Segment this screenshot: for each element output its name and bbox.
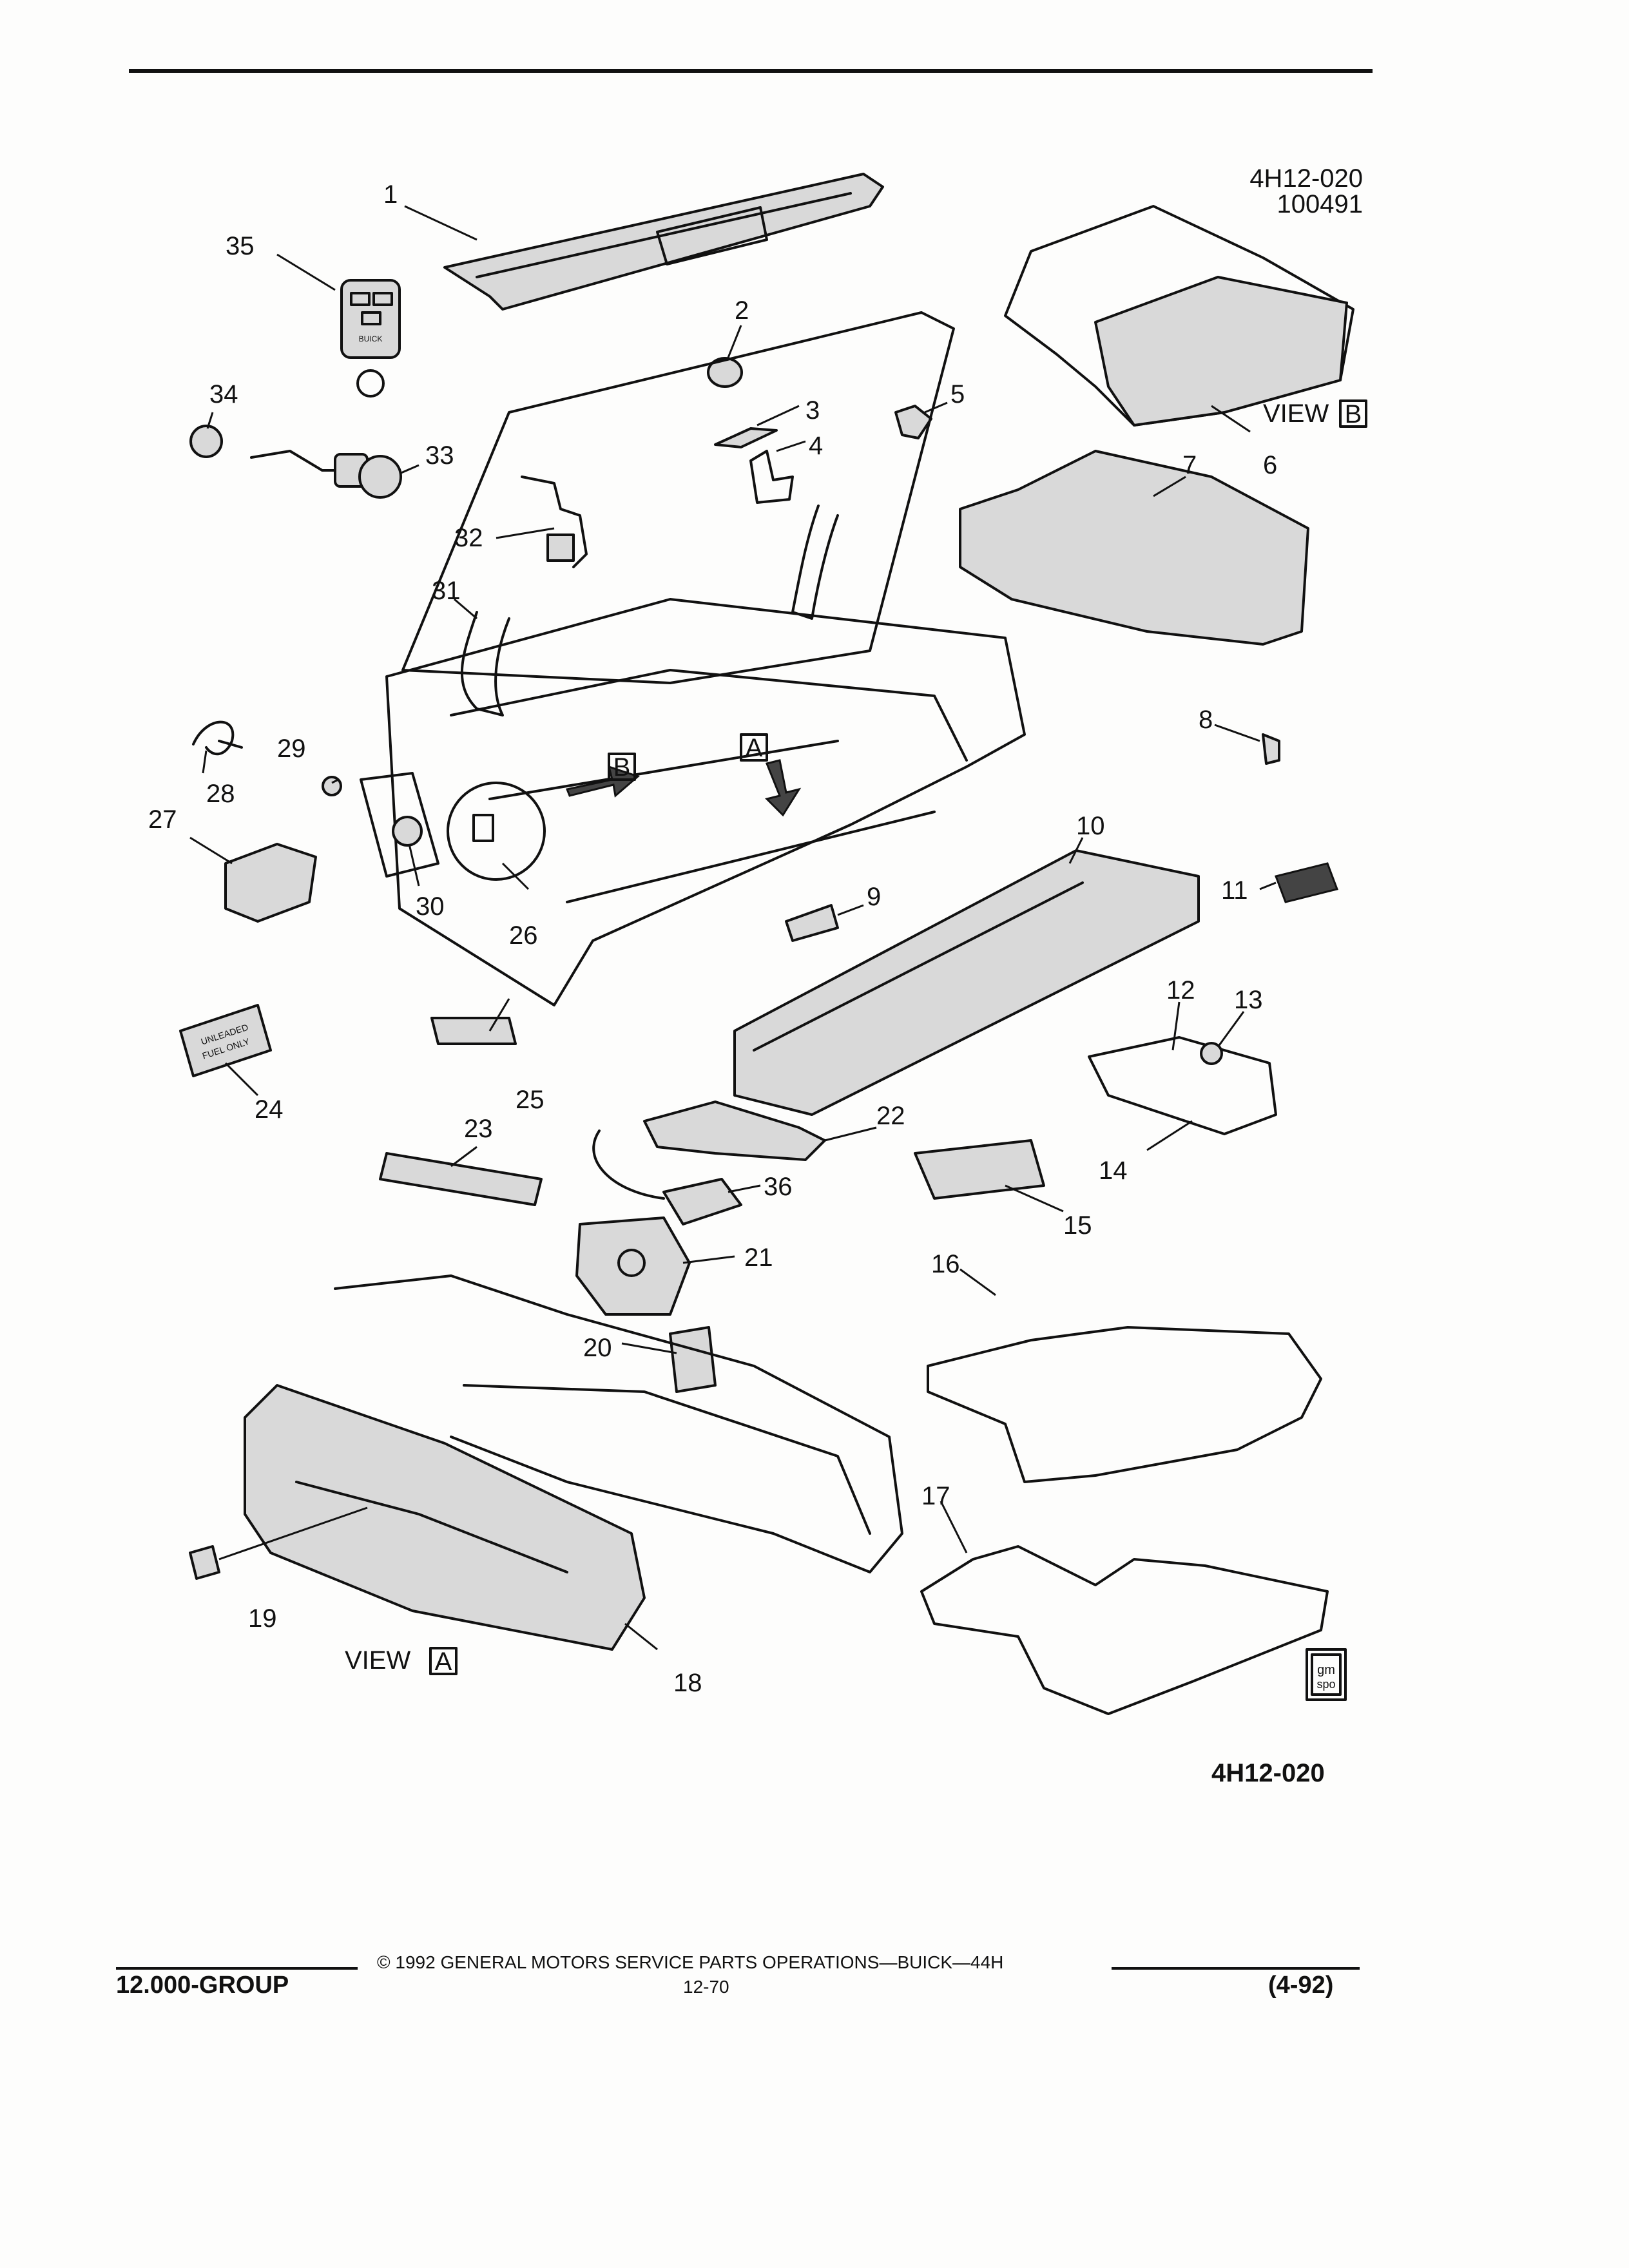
part-36-switch — [592, 1129, 742, 1225]
gm-spo-badge: gm spo — [1306, 1648, 1347, 1701]
callout-2: 2 — [735, 296, 749, 325]
callout-15: 15 — [1063, 1211, 1092, 1240]
part-34-nut — [189, 425, 223, 458]
callout-27: 27 — [148, 805, 177, 834]
callout-21: 21 — [744, 1244, 773, 1272]
part-28-spring — [192, 720, 243, 756]
badge-line-1: gm — [1317, 1663, 1335, 1677]
part-22-actuator — [643, 1100, 826, 1161]
callout-36: 36 — [764, 1173, 793, 1201]
view-a-label: VIEW — [345, 1646, 410, 1675]
arrow-view-b: B — [565, 753, 640, 798]
callout-22: 22 — [876, 1102, 905, 1130]
part-26-fuel-door-housing — [447, 782, 546, 881]
callout-35: 35 — [226, 232, 255, 260]
callout-numbers: 1 2 3 4 5 6 7 8 9 10 11 12 13 14 15 16 1… — [148, 180, 1277, 1697]
callout-16: 16 — [931, 1250, 960, 1278]
callout-10: 10 — [1076, 812, 1105, 840]
callout-19: 19 — [248, 1604, 277, 1633]
view-b-label: VIEW — [1263, 399, 1329, 428]
view-b-box — [1339, 399, 1367, 428]
callout-7: 7 — [1182, 451, 1197, 479]
part-23-weatherstrip — [379, 1152, 543, 1206]
view-a-rear-body — [334, 1274, 903, 1573]
leader-lines — [189, 205, 1277, 1651]
badge-line-2: spo — [1316, 1678, 1335, 1691]
part-5-bumper — [894, 405, 932, 439]
arrow-a-letter: A — [746, 734, 763, 762]
part-6-side-trim-view-b — [1004, 205, 1354, 427]
figure-id: 4H12-020 — [1249, 164, 1363, 193]
key-fob-text: BUICK — [359, 334, 383, 343]
callout-33: 33 — [425, 441, 454, 470]
view-a-letter: A — [435, 1648, 452, 1676]
callout-3: 3 — [805, 396, 820, 425]
date-code: 100491 — [1277, 190, 1363, 218]
view-b-letter: B — [1345, 400, 1362, 428]
callout-9: 9 — [867, 883, 881, 911]
callout-25: 25 — [516, 1086, 545, 1114]
part-31-hinge — [460, 505, 839, 716]
part-4-bracket — [749, 450, 794, 504]
callout-28: 28 — [206, 780, 235, 808]
trunk-lid — [401, 311, 955, 684]
part-9-lamp — [785, 904, 839, 942]
footer-group: 12.000-GROUP — [116, 1972, 289, 1999]
callout-23: 23 — [464, 1115, 493, 1143]
callout-14: 14 — [1099, 1157, 1128, 1185]
callout-4: 4 — [809, 432, 823, 460]
callout-30: 30 — [416, 892, 445, 921]
part-17-trunk-mat-lower — [920, 1545, 1329, 1715]
part-24-fuel-decal: UNLEADED FUEL ONLY — [179, 1004, 272, 1077]
footer-copyright: © 1992 GENERAL MOTORS SERVICE PARTS OPER… — [377, 1952, 1004, 1972]
callout-5: 5 — [950, 380, 965, 408]
footer-page-number: 12-70 — [683, 1977, 729, 1997]
part-13-nut — [1200, 1042, 1223, 1065]
trunk-body — [385, 598, 1026, 1006]
callout-17: 17 — [921, 1482, 950, 1510]
part-33-lock-cylinder — [250, 450, 402, 499]
arrow-b-letter: B — [613, 753, 631, 782]
callout-32: 32 — [454, 524, 483, 552]
callout-20: 20 — [583, 1334, 612, 1362]
part-16-trunk-mat — [927, 1326, 1322, 1483]
part-21-latch — [575, 1216, 691, 1316]
callout-31: 31 — [432, 577, 461, 605]
part-15-bumper-pad — [914, 1139, 1045, 1200]
callout-6: 6 — [1263, 451, 1277, 479]
part-1-spoiler — [443, 173, 884, 311]
callout-18: 18 — [673, 1669, 702, 1697]
callout-1: 1 — [383, 180, 398, 209]
figure-ref-bottom: 4H12-020 — [1211, 1759, 1325, 1787]
part-8-screw — [1262, 733, 1280, 765]
part-18-rear-panel — [244, 1384, 646, 1651]
part-27-fuel-door — [224, 843, 317, 923]
view-a-box — [429, 1647, 458, 1675]
part-2-emblem — [707, 357, 743, 388]
part-32-release-solenoid — [521, 476, 588, 568]
callout-29: 29 — [277, 735, 306, 763]
arrow-view-a: A — [740, 733, 802, 817]
part-12-access-cover — [1088, 1036, 1277, 1135]
callout-13: 13 — [1234, 986, 1263, 1014]
part-30-fuel-cap — [360, 772, 439, 878]
callout-12: 12 — [1166, 976, 1195, 1004]
part-35-key-fob: BUICK — [340, 279, 401, 398]
part-7-trim-panel — [959, 450, 1309, 646]
part-19-pushpin — [189, 1545, 220, 1580]
callout-24: 24 — [255, 1095, 284, 1124]
part-25-license-lamp — [430, 1017, 517, 1045]
callout-26: 26 — [509, 921, 538, 950]
footer-date: (4-92) — [1268, 1972, 1334, 1999]
part-11-emblem — [1275, 862, 1338, 903]
part-10-rear-panel — [733, 849, 1200, 1116]
part-20-striker — [669, 1326, 717, 1393]
part-3-pad — [714, 427, 778, 448]
callout-34: 34 — [209, 380, 238, 408]
callout-11: 11 — [1221, 876, 1248, 905]
callout-8: 8 — [1199, 706, 1213, 734]
